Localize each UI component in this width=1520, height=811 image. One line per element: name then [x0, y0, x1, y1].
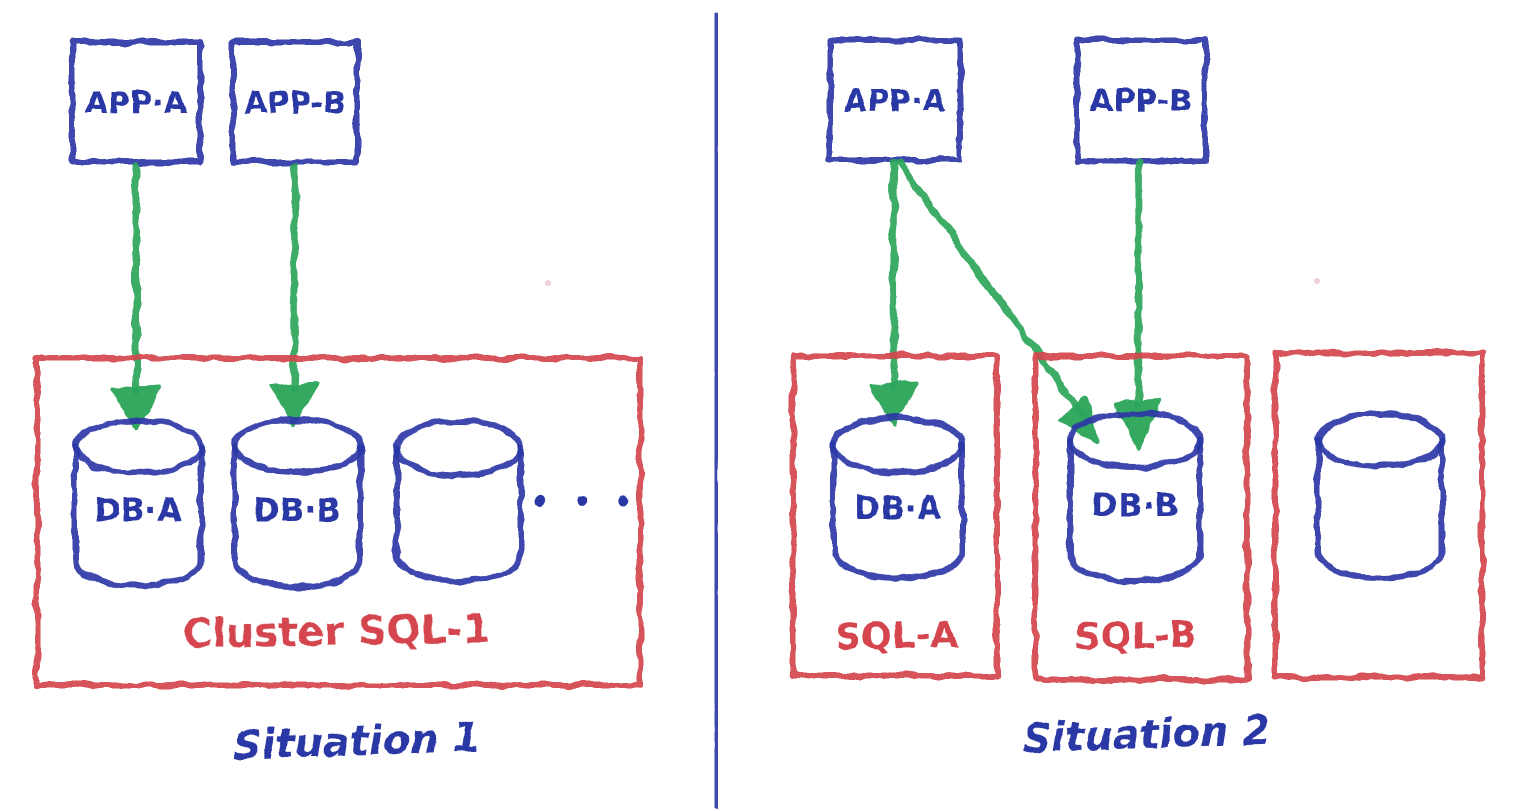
- stray-mark-left: [545, 280, 551, 286]
- cluster-sql1-box: [34, 355, 643, 688]
- sql-b-label: SQL-B: [1075, 615, 1198, 658]
- stray-mark-right: [1314, 278, 1320, 284]
- db-a-label-s2: DB·A: [854, 489, 942, 527]
- arrowhead-appb-dbb-s1: [270, 382, 319, 426]
- app-a-box-s1: [69, 39, 203, 165]
- db-empty-cylinder-s1: [394, 418, 524, 584]
- db-a-label-s1: DB·A: [94, 491, 182, 529]
- app-a-label-s2: APP·A: [844, 84, 947, 119]
- sql-a-label: SQL-A: [835, 615, 958, 658]
- app-b-box-s1: [230, 39, 360, 165]
- app-a-label-s1: APP·A: [85, 86, 188, 121]
- db-b-label-s1: DB·B: [253, 491, 341, 529]
- db-a-cylinder-s1: [72, 418, 204, 589]
- db-b-label-s2: DB·B: [1091, 486, 1179, 524]
- db-b-cylinder-s1: [231, 417, 363, 589]
- situation-2: APP·A APP-B: [790, 37, 1485, 763]
- sql-a-box: [790, 353, 1000, 678]
- cluster-sql1-label: Cluster SQL-1: [182, 606, 491, 657]
- arrowhead-appa-dba-s2: [870, 381, 919, 426]
- situation-1-caption: Situation 1: [232, 715, 481, 770]
- db-a-cylinder-s2: [831, 415, 965, 581]
- db-b-cylinder-s2: [1067, 410, 1203, 584]
- app-b-label-s1: APP-B: [244, 86, 346, 121]
- divider-line: [711, 12, 721, 809]
- sql-b-box: [1032, 353, 1250, 683]
- arrowhead-appa-dba-s1: [111, 385, 162, 430]
- arrow-appa-dbb-s2: [895, 159, 1089, 422]
- app-a-box-s2: [827, 37, 963, 163]
- arrow-appb-dbb-s2: [1134, 158, 1143, 406]
- more-databases-ellipsis: • • •: [531, 485, 639, 520]
- sql-empty-box: [1272, 350, 1485, 680]
- arrow-appa-dba-s2: [889, 159, 898, 392]
- app-b-label-s2: APP-B: [1090, 84, 1192, 119]
- situation-1: APP·A APP-B: [34, 39, 643, 770]
- arrow-appb-dbb-s1: [290, 162, 299, 392]
- arrowhead-appb-dbb-s2: [1114, 398, 1162, 450]
- db-empty-cylinder-s2: [1315, 411, 1445, 581]
- situation-2-caption: Situation 2: [1022, 708, 1271, 763]
